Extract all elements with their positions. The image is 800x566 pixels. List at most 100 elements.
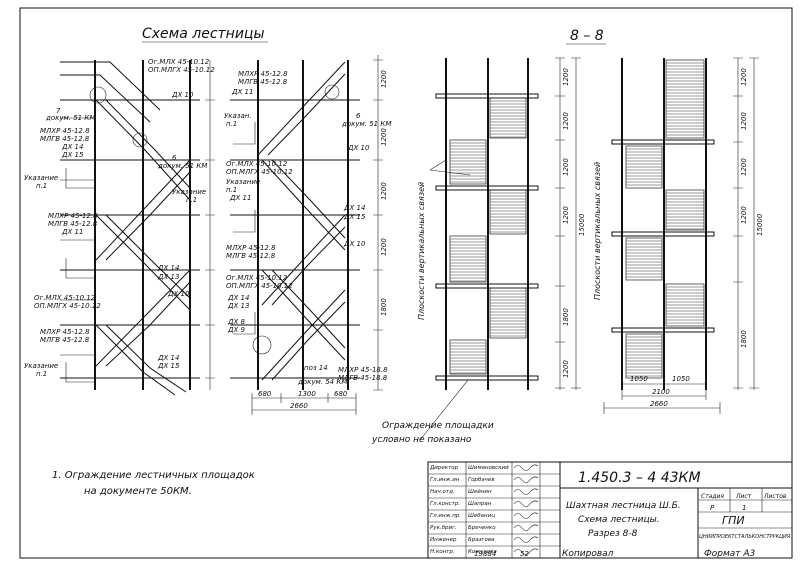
label-m25: докум. 54 КМ — [297, 378, 347, 386]
sheets-header: Листов — [763, 493, 787, 500]
title-block-signatures: Директор Гл.инж.ин Нач.отд. Гл.констр. Г… — [429, 465, 509, 555]
label-l23: МЛХР 45-12.8 — [40, 328, 90, 336]
label-m9: ОП.МЛГХ 45-10.12 — [226, 168, 293, 176]
note-line-2: на документе 50КМ. — [84, 486, 192, 497]
sheet-footer: 19884 52 Копировал Формат А3 — [474, 549, 756, 559]
section-title: 8 – 8 — [570, 28, 604, 44]
section-left-dims: 1200 1200 1200 1200 1800 1200 15000 Плос… — [371, 68, 586, 445]
mid-hdim-1: 1300 — [298, 390, 316, 398]
label-m2: ДХ 11 — [231, 88, 253, 96]
label-m23: ДХ 9 — [227, 326, 245, 334]
mid-dim-2: 1200 — [380, 182, 388, 200]
doc-title-2: Схема лестницы. — [578, 515, 660, 525]
secr-dim-1: 1200 — [740, 112, 748, 130]
label-l8: ДХ 15 — [61, 151, 84, 159]
label-m26: МЛХР 45-18.8 — [338, 366, 388, 374]
middle-stair-view — [230, 55, 383, 415]
label-l22: ОП.МЛГХ 45-10.12 — [34, 302, 101, 310]
label-m1: МЛГВ 45-12.8 — [238, 78, 288, 86]
secl-total: 15000 — [578, 213, 586, 236]
label-m22: ДХ 8 — [227, 318, 245, 326]
mid-total: 2660 — [290, 402, 308, 410]
name-7: Кожухова — [468, 549, 497, 555]
fence-note: Ограждение площадки — [382, 421, 494, 431]
section-left-view — [419, 57, 581, 441]
sheet-header: Лист — [735, 493, 752, 500]
stage-value: Р — [710, 504, 715, 512]
name-0: Шимановский — [468, 465, 509, 471]
secr-hdim-0: 1050 — [630, 375, 648, 383]
secl-dim-1: 1200 — [562, 112, 570, 130]
label-l17: ДХ 11 — [61, 228, 83, 236]
label-m4: докум. 51 КМ — [341, 120, 391, 128]
name-1: Горбачев — [468, 477, 495, 483]
secr-dim-0: 1200 — [740, 68, 748, 86]
label-m18: Ог.МЛХ 45-10.12 — [226, 274, 288, 282]
label-l19: ДХ 13 — [157, 273, 179, 281]
label-m13: ДХ 14 — [343, 204, 365, 212]
label-m21: ДХ 13 — [227, 302, 249, 310]
label-l14: п.1 — [186, 196, 197, 204]
secl-dim-3: 1200 — [562, 206, 570, 224]
secr-total-w: 2660 — [650, 400, 668, 408]
footer-num-2: 52 — [520, 550, 529, 558]
title-block — [427, 461, 793, 559]
label-m7: ДХ 10 — [347, 144, 370, 152]
role-4: Гл.инж.пр. — [430, 513, 461, 519]
secl-dim-5: 1200 — [562, 360, 570, 378]
doc-title-1: Шахтная лестница Ш.Б. — [566, 501, 681, 511]
label-m17: МЛГВ 45-12.8 — [226, 252, 276, 260]
secr-hdim-1: 1050 — [672, 375, 690, 383]
name-2: Шейнин — [468, 489, 492, 495]
label-l27: Указание — [24, 362, 58, 370]
label-m3: 6 — [356, 112, 361, 120]
title-block-text: 1.450.3 – 4 43КМ Шахтная лестница Ш.Б. С… — [566, 470, 791, 540]
note-line-1: 1. Ограждение лестничных площадок — [52, 470, 255, 481]
mid-dim-1: 1200 — [380, 128, 388, 146]
secl-dim-0: 1200 — [562, 68, 570, 86]
org-name-2: ЦНИИПРОЕКТСТАЛЬКОНСТРУКЦИЯ — [699, 534, 791, 540]
role-0: Директор — [429, 465, 459, 471]
section-right-view — [603, 57, 759, 414]
mid-dim-0: 1200 — [380, 70, 388, 88]
label-l5: МЛХР 45-12.8 — [40, 127, 90, 135]
signature-scribbles — [513, 464, 539, 555]
label-l20: ДХ 10 — [167, 290, 190, 298]
role-5: Рук.бриг. — [430, 525, 457, 531]
label-l4: докум. 51 КМ — [45, 114, 95, 122]
role-3: Гл.констр. — [430, 501, 460, 507]
section-right-dims: 1200 1200 1200 1200 1800 15000 Плоскости… — [593, 68, 764, 408]
label-l16: МЛГВ 45-12.8 — [48, 220, 98, 228]
label-m6: п.1 — [226, 120, 237, 128]
label-m10: Указание — [226, 178, 260, 186]
label-m27: МЛГВ 45-18.8 — [338, 374, 388, 382]
doc-title-3: Разрез 8-8 — [588, 529, 638, 539]
secr-dim-3: 1200 — [740, 206, 748, 224]
label-l21: Ог.МЛХ 45-10.12 — [34, 294, 96, 302]
label-l15: МЛХР 45-12.8 — [48, 212, 98, 220]
label-m24: поз 14 — [304, 364, 328, 372]
sheet-value: 1 — [742, 504, 746, 512]
scheme-title: Схема лестницы — [142, 26, 265, 42]
label-l9: Указание — [24, 174, 58, 182]
label-l7: ДХ 14 — [61, 143, 83, 151]
mid-hdim-0: 680 — [258, 390, 272, 398]
label-m15: ДХ 10 — [343, 240, 366, 248]
label-l12: докум. 51 КМ — [157, 162, 207, 170]
footer-num-1: 19884 — [474, 550, 496, 558]
footer-format: Формат А3 — [704, 549, 756, 559]
secr-dim-4: 1800 — [740, 330, 748, 348]
role-2: Нач.отд. — [430, 489, 455, 495]
footer-copied: Копировал — [562, 549, 614, 559]
label-m5: Указан. — [224, 112, 252, 120]
label-m12: ДХ 11 — [229, 194, 251, 202]
role-7: Н.контр. — [430, 549, 455, 555]
mid-hdim-2: 680 — [334, 390, 348, 398]
secl-rot-label: Плоскости вертикальных связей — [417, 182, 426, 320]
general-note: 1. Ограждение лестничных площадок на док… — [52, 470, 255, 497]
label-l28: п.1 — [36, 370, 47, 378]
label-l3: 7 — [56, 107, 61, 115]
secr-rot-label: Плоскости вертикальных связей — [593, 162, 602, 300]
label-m8: Ог.МЛХ 45-10.12 — [226, 160, 288, 168]
